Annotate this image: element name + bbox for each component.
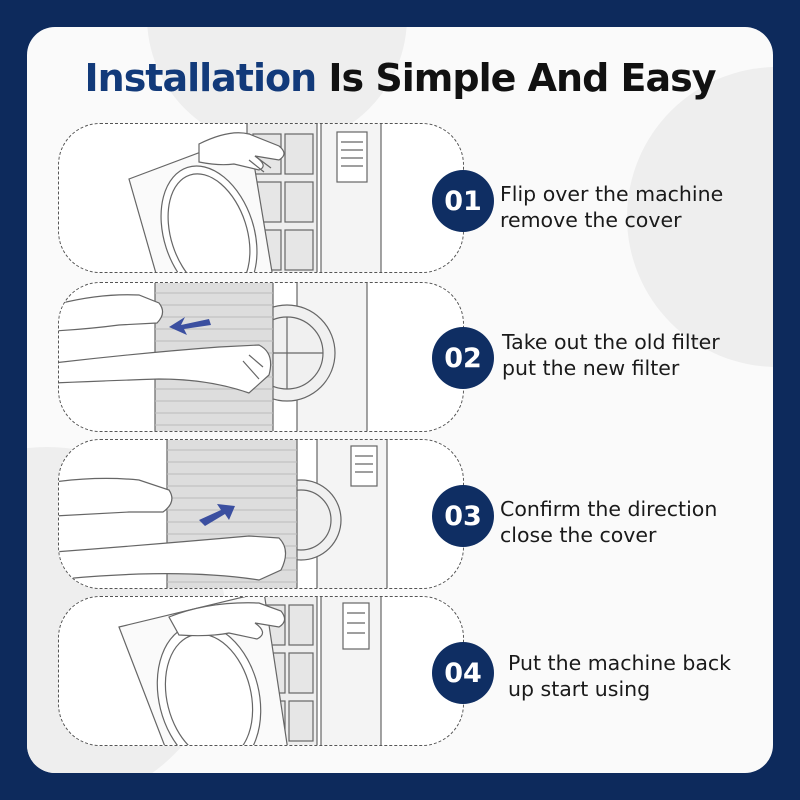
filter-insert-illustration xyxy=(59,440,388,588)
step-1-illustration-panel xyxy=(58,123,464,273)
page-title: Installation Is Simple And Easy xyxy=(0,56,800,100)
cover-removal-illustration xyxy=(128,124,382,272)
step-3-line-2: close the cover xyxy=(500,523,657,547)
step-4-illustration-panel xyxy=(58,596,464,746)
step-4-line-2: up start using xyxy=(508,677,651,701)
step-2-badge: 02 xyxy=(432,327,494,389)
step-1-line-2: remove the cover xyxy=(500,208,682,232)
step-3-illustration-panel xyxy=(58,439,464,589)
step-2-line-2: put the new filter xyxy=(502,356,680,380)
step-1-text: Flip over the machine remove the cover xyxy=(500,181,723,233)
step-2-text: Take out the old filter put the new filt… xyxy=(502,329,720,381)
title-rest: Is Simple And Easy xyxy=(328,56,716,100)
step-4-text: Put the machine back up start using xyxy=(508,650,731,702)
step-3-text: Confirm the direction close the cover xyxy=(500,496,717,548)
title-accent: Installation xyxy=(84,56,318,100)
step-4-line-1: Put the machine back xyxy=(508,651,732,675)
step-3-badge: 03 xyxy=(432,485,494,547)
step-2-illustration-panel xyxy=(58,282,464,432)
step-4-badge: 04 xyxy=(432,642,494,704)
step-1-line-1: Flip over the machine xyxy=(500,182,724,206)
step-3-line-1: Confirm the direction xyxy=(500,497,718,521)
step-2-line-1: Take out the old filter xyxy=(502,330,720,354)
step-1-badge: 01 xyxy=(432,170,494,232)
filter-removal-illustration xyxy=(59,283,368,431)
cover-closing-illustration xyxy=(118,597,382,745)
